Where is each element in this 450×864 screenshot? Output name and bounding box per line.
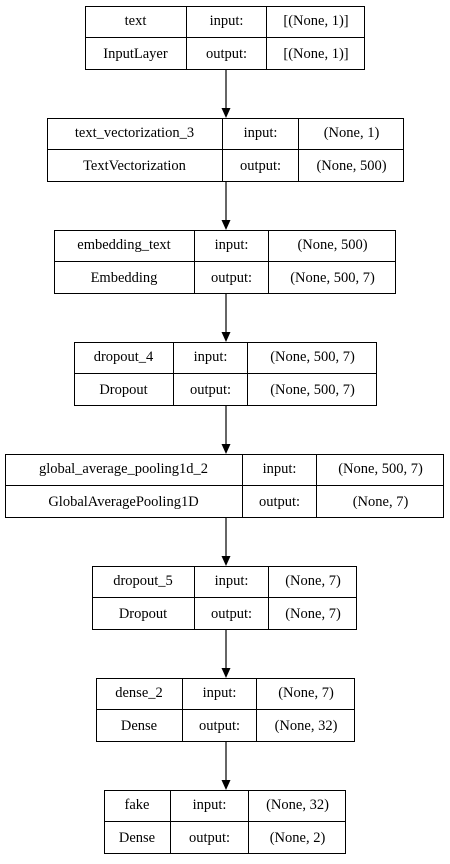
output-label: output: [174, 374, 248, 406]
arrowhead [221, 108, 231, 118]
layer-type: TextVectorization [47, 150, 223, 182]
input-shape: [(None, 1)] [267, 6, 365, 38]
output-label: output: [195, 262, 269, 294]
arrowhead [221, 556, 231, 566]
output-shape: (None, 2) [269, 829, 326, 846]
input-label: input: [195, 230, 269, 262]
input-label: input: [187, 6, 267, 38]
output-shape: (None, 500) [316, 157, 387, 174]
layer-name: global_average_pooling1d_2 [5, 454, 243, 486]
output-shape: [(None, 1)] [283, 45, 349, 62]
input-shape: (None, 500, 7) [317, 454, 444, 486]
output-label: output: [223, 150, 299, 182]
output-shape: (None, 7) [285, 605, 341, 622]
layer-type: InputLayer [85, 38, 187, 70]
output-label: output: [171, 822, 249, 854]
input-shape: (None, 500) [269, 230, 396, 262]
input-shape: (None, 1) [299, 118, 404, 150]
input-label: input: [223, 118, 299, 150]
arrowhead [221, 220, 231, 230]
output-label: output: [243, 486, 317, 518]
arrowhead [221, 668, 231, 678]
layer-name: dropout_5 [92, 566, 195, 598]
layer-name: dropout_4 [74, 342, 174, 374]
arrowhead [221, 444, 231, 454]
input-shape: (None, 7) [269, 566, 357, 598]
layer-type: GlobalAveragePooling1D [5, 486, 243, 518]
input-label: input: [195, 566, 269, 598]
layer-type: Dropout [92, 598, 195, 630]
layer-type: Embedding [54, 262, 195, 294]
layer-type: Dense [104, 822, 171, 854]
output-shape: (None, 32) [274, 717, 338, 734]
output-shape: (None, 7) [352, 493, 409, 510]
layer-name: text [85, 6, 187, 38]
layer-name: embedding_text [54, 230, 195, 262]
input-shape: (None, 500, 7) [248, 342, 377, 374]
input-label: input: [183, 678, 257, 710]
layer-type: Dense [96, 710, 183, 742]
output-label: output: [183, 710, 257, 742]
input-label: input: [171, 790, 249, 822]
output-label: output: [187, 38, 267, 70]
layer-name: fake [104, 790, 171, 822]
layer-name: dense_2 [96, 678, 183, 710]
input-shape: (None, 32) [249, 790, 346, 822]
output-shape: (None, 500, 7) [290, 269, 375, 286]
output-label: output: [195, 598, 269, 630]
output-shape: (None, 500, 7) [270, 381, 355, 398]
layer-type: Dropout [74, 374, 174, 406]
input-shape: (None, 7) [257, 678, 355, 710]
input-label: input: [243, 454, 317, 486]
arrowhead [221, 332, 231, 342]
layer-name: text_vectorization_3 [47, 118, 223, 150]
arrowhead [221, 780, 231, 790]
input-label: input: [174, 342, 248, 374]
